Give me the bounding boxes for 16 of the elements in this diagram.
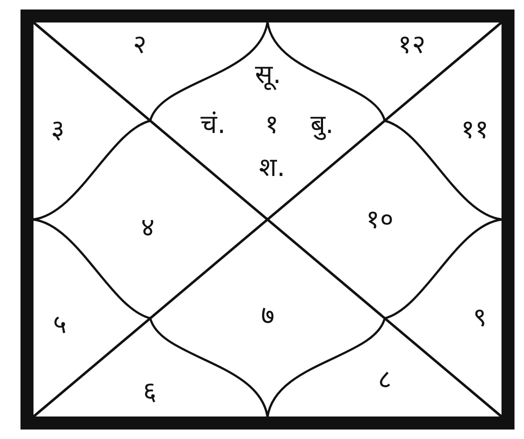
house-label: ५ bbox=[53, 312, 67, 338]
house-label: बु. bbox=[310, 112, 334, 138]
house-label: १ bbox=[265, 112, 279, 138]
house-label: १२ bbox=[398, 32, 426, 58]
house-label: ६ bbox=[143, 379, 157, 405]
house-label: चं. bbox=[200, 112, 226, 138]
house-label: ४ bbox=[141, 215, 155, 241]
house-label: श. bbox=[258, 155, 286, 181]
house-label: ७ bbox=[261, 303, 275, 329]
house-label: सू. bbox=[254, 62, 282, 88]
house-label: ८ bbox=[378, 367, 392, 393]
house-label: ३ bbox=[51, 117, 65, 143]
house-label: ९ bbox=[473, 305, 487, 331]
house-label: १० bbox=[366, 207, 394, 233]
house-label: २ bbox=[133, 32, 147, 58]
house-label: ११ bbox=[461, 117, 489, 143]
